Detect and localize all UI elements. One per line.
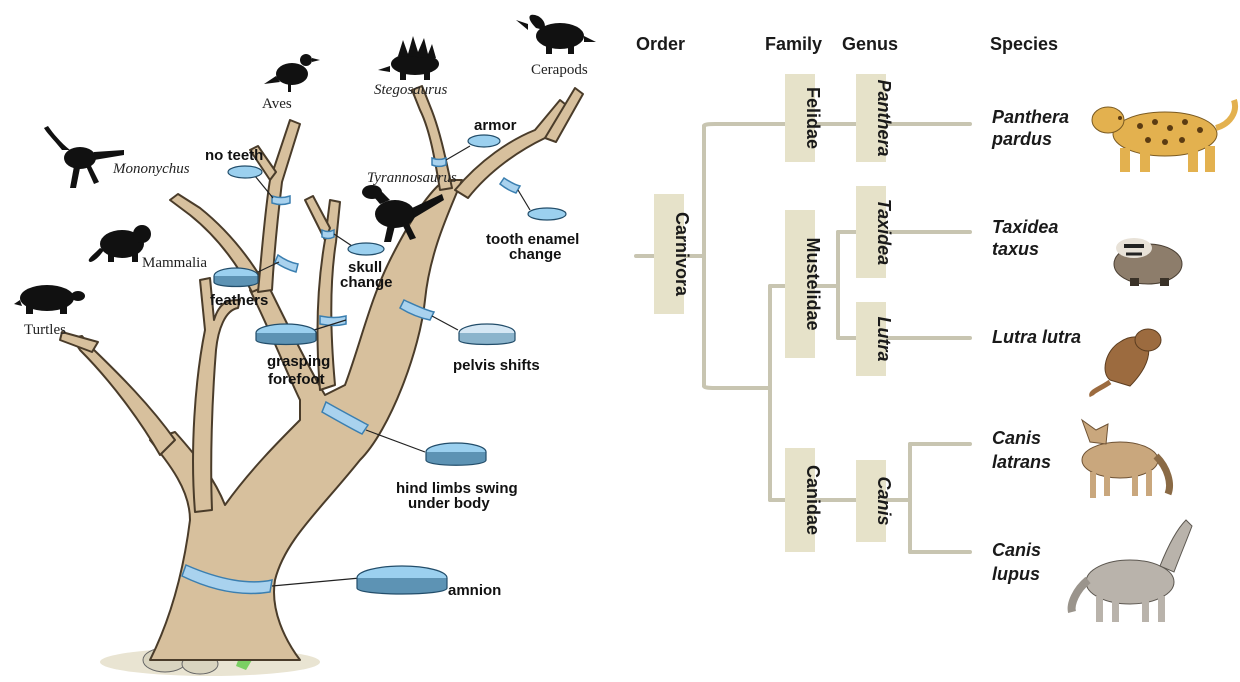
cladogram-panel: Order Family Genus Species Carnivora Fel…: [620, 0, 1240, 677]
disc-no-teeth: [228, 166, 262, 178]
trait-feathers: feathers: [210, 292, 268, 309]
species-lupus-line2: lupus: [992, 564, 1040, 584]
disc-feathers-edge: [214, 276, 258, 287]
band-skull: [322, 230, 334, 239]
wolf-illustration: [1072, 520, 1192, 622]
header-order: Order: [636, 34, 685, 54]
header-genus: Genus: [842, 34, 898, 54]
label-cerapods: Cerapods: [531, 62, 588, 78]
trait-armor: armor: [474, 117, 517, 134]
disc-armor: [468, 135, 500, 147]
trait-grasping-line2: forefoot: [268, 371, 325, 388]
label-taxidea: Taxidea: [874, 199, 894, 265]
disc-pelvis-edge: [459, 333, 515, 345]
label-canidae: Canidae: [803, 465, 823, 535]
trait-amnion: amnion: [448, 582, 501, 599]
species-latrans-line2: latrans: [992, 452, 1051, 472]
species-taxidea-line1: Taxidea: [992, 217, 1058, 237]
label-mustelidae: Mustelidae: [803, 237, 823, 330]
label-carnivora: Carnivora: [672, 212, 692, 297]
disc-hind-limbs-edge: [426, 452, 486, 465]
trait-pelvis: pelvis shifts: [453, 357, 540, 374]
species-panthera-line2: pardus: [991, 129, 1052, 149]
stegosaurus-silhouette: [378, 36, 439, 80]
animal-silhouettes: [14, 15, 596, 314]
leopard-illustration: [1092, 100, 1235, 172]
disc-tooth-enamel: [528, 208, 566, 220]
otter-illustration: [1092, 329, 1161, 396]
disc-skull: [348, 243, 384, 255]
label-aves: Aves: [262, 96, 292, 112]
branch-felidae: [704, 124, 970, 126]
band-armor: [432, 158, 446, 167]
band-tooth-enamel: [500, 178, 520, 193]
disc-amnion-edge: [357, 578, 447, 594]
species-lutra: Lutra lutra: [992, 327, 1081, 347]
species-taxidea-line2: taxus: [992, 239, 1039, 259]
trait-hind-limbs-line2: under body: [408, 495, 490, 512]
trait-no-teeth: no teeth: [205, 147, 263, 164]
trait-skull-line2: change: [340, 274, 393, 291]
cladogram-svg: Order Family Genus Species Carnivora Fel…: [620, 0, 1240, 677]
header-species: Species: [990, 34, 1058, 54]
band-no-teeth: [272, 196, 290, 205]
badger-illustration: [1114, 238, 1182, 286]
label-lutra: Lutra: [874, 317, 894, 362]
label-mononychus: Mononychus: [112, 161, 190, 177]
label-panthera: Panthera: [874, 79, 894, 156]
evolution-tree-panel: Turtles Mammalia Mononychus Aves Stegosa…: [0, 0, 620, 677]
label-turtles: Turtles: [24, 322, 66, 338]
branch-to-mustelid-canid: [704, 386, 770, 388]
label-mammalia: Mammalia: [142, 255, 207, 271]
aves-silhouette: [264, 54, 320, 92]
cerapod-silhouette: [516, 15, 596, 54]
disc-grasping-edge: [256, 333, 316, 345]
header-family: Family: [765, 34, 822, 54]
label-felidae: Felidae: [803, 87, 823, 149]
evolution-tree-svg: Turtles Mammalia Mononychus Aves Stegosa…: [0, 0, 620, 677]
coyote-illustration: [1082, 420, 1170, 498]
trait-grasping-line1: grasping: [267, 353, 330, 370]
turtle-silhouette: [14, 285, 85, 314]
label-stegosaurus: Stegosaurus: [374, 82, 448, 98]
label-canis: Canis: [874, 476, 894, 525]
species-lupus-line1: Canis: [992, 540, 1041, 560]
band-feathers: [275, 255, 298, 272]
species-latrans-line1: Canis: [992, 428, 1041, 448]
trait-tooth-enamel-line2: change: [509, 246, 562, 263]
mononychus-silhouette: [44, 126, 124, 188]
label-tyrannosaurus: Tyrannosaurus: [367, 170, 457, 186]
species-panthera-line1: Panthera: [992, 107, 1069, 127]
